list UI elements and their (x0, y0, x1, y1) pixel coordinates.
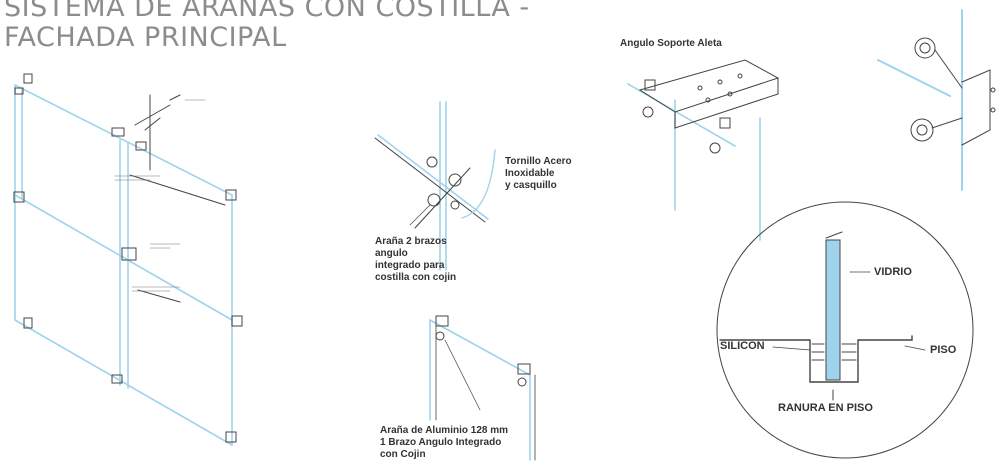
label-angulo-soporte: Angulo Soporte Aleta (620, 38, 722, 49)
facade-isometric (14, 84, 233, 446)
label-piso: PISO (930, 344, 957, 356)
label-vidrio: VIDRIO (874, 266, 912, 278)
label-silicon: SILICON (720, 340, 765, 352)
detail-one-arm-spider (429, 315, 536, 461)
detail-two-arm-spider (374, 101, 496, 271)
label-tornillo: Tornillo Acero Inoxidable y casquillo (505, 156, 572, 191)
label-arana-2-brazos: Araña 2 brazos angulo integrado para cos… (375, 236, 457, 283)
facade-spider-fittings (13, 73, 243, 443)
title-line-1: SISTEMA DE ARAÑAS CON COSTILLA - (4, 0, 530, 23)
detail-angle-bracket (627, 59, 780, 241)
label-arana-1-brazo: Araña de Aluminio 128 mm 1 Brazo Angulo … (380, 425, 508, 460)
detail-fitting-closeup (877, 9, 996, 191)
label-ranura: RANURA EN PISO (778, 402, 873, 414)
detail-floor-slot (716, 201, 974, 459)
title-line-2: FACHADA PRINCIPAL (4, 22, 287, 53)
facade-small-notes (114, 99, 206, 292)
